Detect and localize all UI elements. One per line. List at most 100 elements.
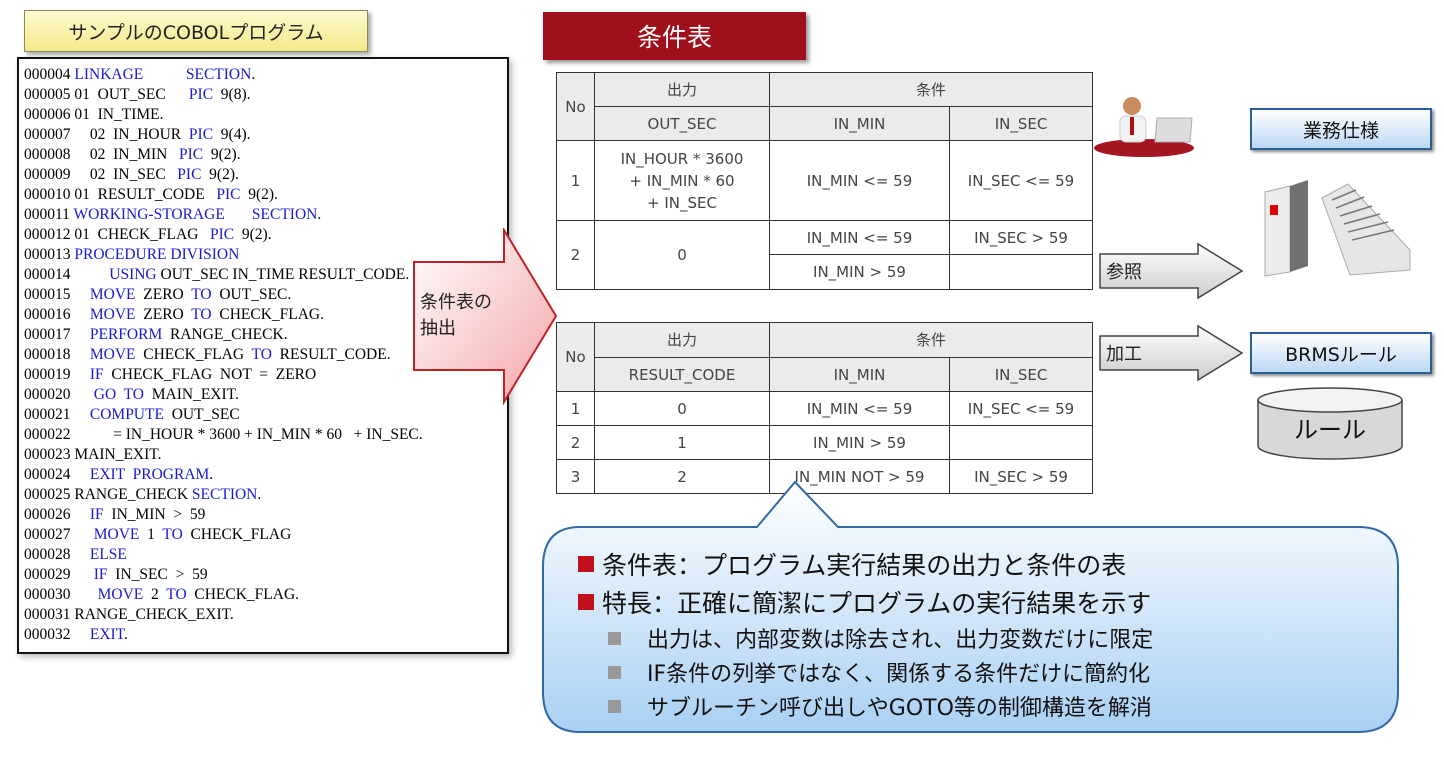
code-keyword: LINKAGE SECTION <box>74 66 252 83</box>
header-result-code: RESULT_CODE <box>594 357 770 392</box>
code-line: 000014 USING OUT_SEC IN_TIME RESULT_CODE… <box>19 265 507 285</box>
code-text: RESULT_CODE. <box>271 346 391 363</box>
sub-bullet-square-icon <box>608 665 621 679</box>
cell-min: IN_MIN > 59 <box>769 425 950 460</box>
code-text: 000008 02 IN_MIN <box>24 146 179 163</box>
code-text: 000017 <box>24 326 90 343</box>
process-label: 加工 <box>1106 344 1142 365</box>
header-condition: 条件 <box>769 322 1093 358</box>
code-text: . <box>251 66 256 83</box>
code-text: ZERO <box>135 306 192 323</box>
code-line: 000011 WORKING-STORAGE SECTION. <box>19 205 507 225</box>
cell-no: 1 <box>556 140 595 221</box>
code-keyword: EXIT <box>89 626 125 643</box>
header-in-min: IN_MIN <box>769 106 950 141</box>
table-row: IN_MIN > 59 <box>557 254 1093 290</box>
sub-bullet-square-icon <box>608 699 621 713</box>
code-keyword: MOVE <box>97 586 144 603</box>
code-text: 9(2). <box>203 146 241 163</box>
sub-bullet-square-icon <box>608 631 621 645</box>
code-text: . <box>257 486 262 503</box>
code-keyword: MOVE <box>93 526 140 543</box>
code-line: 000009 02 IN_SEC PIC 9(2). <box>19 165 507 185</box>
code-text: 000009 02 IN_SEC <box>24 166 178 183</box>
code-keyword: MOVE <box>89 286 136 303</box>
code-keyword: IF <box>89 506 104 523</box>
cell-in-sec <box>949 254 1093 290</box>
code-keyword: WORKING-STORAGE SECTION <box>73 206 318 223</box>
code-text: CHECK_FLAG. <box>211 306 324 323</box>
extract-arrow-label: 条件表の 抽出 <box>420 290 492 342</box>
code-keyword: ELSE <box>89 546 127 563</box>
extract-arrow-icon <box>413 228 558 406</box>
cell-no: 3 <box>556 459 595 494</box>
code-line: 000029 IF IN_SEC > 59 <box>19 565 507 585</box>
code-keyword: COMPUTE <box>89 406 164 423</box>
bullet-square-icon <box>578 556 594 572</box>
code-line: 000016 MOVE ZERO TO CHECK_FLAG. <box>19 305 507 325</box>
code-text: 000031 RANGE_CHECK_EXIT. <box>24 606 234 623</box>
code-line: 000032 EXIT. <box>19 625 507 645</box>
code-keyword: IF <box>93 566 108 583</box>
code-line: 000018 MOVE CHECK_FLAG TO RESULT_CODE. <box>19 345 507 365</box>
cell-no: 1 <box>556 391 595 426</box>
output-line: IN_HOUR * 3600 <box>620 149 744 168</box>
bullet-text: 条件表：プログラム実行結果の出力と条件の表 <box>602 551 1127 580</box>
cell-sec <box>949 425 1093 460</box>
code-line: 000019 IF CHECK_FLAG NOT = ZERO <box>19 365 507 385</box>
code-text: 000010 01 RESULT_CODE <box>24 186 217 203</box>
code-line: 000023 MAIN_EXIT. <box>19 445 507 465</box>
code-line: 000022 = IN_HOUR * 3600 + IN_MIN * 60 + … <box>19 425 507 445</box>
header-no: No <box>556 72 595 141</box>
code-text: 000026 <box>24 506 90 523</box>
code-text: OUT_SEC <box>163 406 240 423</box>
sub-bullet-text: IF条件の列挙ではなく、関係する条件だけに簡約化 <box>647 662 1151 687</box>
code-text: . <box>317 206 322 223</box>
sub-bullet-text: 出力は、内部変数は除去され、出力変数だけに限定 <box>647 628 1154 653</box>
business-spec-box: 業務仕様 <box>1250 108 1432 150</box>
bullet-definition: 条件表：プログラム実行結果の出力と条件の表 <box>578 545 1153 583</box>
code-line: 000026 IF IN_MIN > 59 <box>19 505 507 525</box>
code-keyword: PERFORM <box>89 326 163 343</box>
code-text: 1 <box>139 526 163 543</box>
code-text: 000015 <box>24 286 90 303</box>
sub-bullet-text: サブルーチン呼び出しやGOTO等の制御構造を解消 <box>647 696 1152 721</box>
code-text: RANGE_CHECK. <box>162 326 288 343</box>
sample-program-label: サンプルのCOBOLプログラム <box>24 10 368 52</box>
code-text: 000006 01 IN_TIME. <box>24 106 164 123</box>
page-title: 条件表 <box>543 12 806 60</box>
bullet-text: 特長：正確に簡潔にプログラムの実行結果を示す <box>602 589 1152 618</box>
code-text: 2 <box>143 586 167 603</box>
cell-in-min: IN_MIN > 59 <box>769 254 950 290</box>
code-line: 000013 PROCEDURE DIVISION <box>19 245 507 265</box>
process-arrow-icon <box>1099 324 1244 382</box>
code-line: 000015 MOVE ZERO TO OUT_SEC. <box>19 285 507 305</box>
code-line: 000021 COMPUTE OUT_SEC <box>19 405 507 425</box>
cell-in-min: IN_MIN <= 59 <box>769 220 950 255</box>
documents-icon <box>1264 180 1411 277</box>
code-text: CHECK_FLAG NOT = ZERO <box>103 366 317 383</box>
code-keyword: PIC <box>216 186 241 203</box>
code-line: 000028 ELSE <box>19 545 507 565</box>
code-keyword: PROCEDURE DIVISION <box>74 246 240 263</box>
header-no: No <box>556 322 595 392</box>
code-text: 000024 <box>24 466 90 483</box>
output-line: + IN_MIN * 60 <box>629 171 735 190</box>
code-keyword: PIC <box>188 86 214 103</box>
brms-rule-box: BRMSルール <box>1250 332 1432 374</box>
code-text: 000029 <box>24 566 94 583</box>
code-keyword: TO <box>162 526 183 543</box>
code-text: IN_MIN > 59 <box>103 506 206 523</box>
code-keyword: USING <box>109 266 157 283</box>
refer-arrow-icon <box>1099 242 1244 300</box>
code-text: . <box>124 626 128 643</box>
code-text: 000005 01 OUT_SEC <box>24 86 189 103</box>
header-in-min: IN_MIN <box>769 357 950 392</box>
code-line: 000007 02 IN_HOUR PIC 9(4). <box>19 125 507 145</box>
cell-out: 2 <box>594 459 770 494</box>
code-keyword: MOVE <box>89 306 136 323</box>
cell-min: IN_MIN <= 59 <box>769 391 950 426</box>
